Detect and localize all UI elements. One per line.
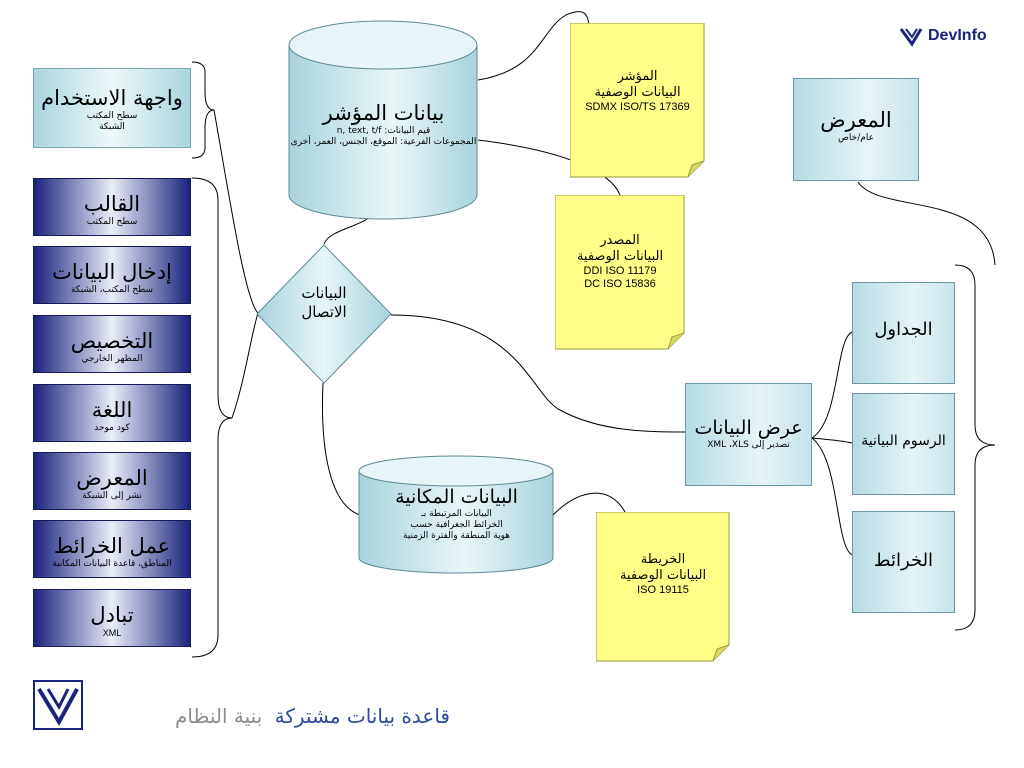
- output-maps-label: الخرائط: [873, 550, 934, 571]
- spatial-db-line2: الخرائط الجغرافية حسب: [410, 520, 503, 530]
- module-mapping: عمل الخرائط المناطق، قاعدة البيانات المك…: [33, 520, 191, 578]
- spatial-data-cylinder: البيانات المكانية البيانات المرتبطة بـ ا…: [358, 455, 555, 575]
- spatial-db-line3: هوية المنطقة والفترة الزمنية: [402, 531, 511, 541]
- output-tables-label: الجداول: [874, 319, 933, 340]
- note-title: المؤشر: [617, 69, 658, 84]
- spatial-db-title: البيانات المكانية: [395, 486, 518, 508]
- devinfo-mark-icon: [33, 680, 83, 730]
- module-sub: المناطق، قاعدة البيانات المكانية: [52, 559, 172, 569]
- note-line1: البيانات الوصفية: [619, 568, 707, 583]
- user-interface-box: واجهة الاستخدام سطح المكتب الشبكة: [33, 68, 191, 148]
- note-line1: البيانات الوصفية: [594, 85, 681, 100]
- indicator-db-line1: قيم البيانات: n, text, t/f: [336, 126, 431, 136]
- module-title: إدخال البيانات: [52, 260, 172, 284]
- module-title: التخصيص: [70, 329, 154, 353]
- note-line2: ISO 19115: [637, 584, 689, 596]
- module-template: القالب سطح المكتب: [33, 178, 191, 236]
- display-title: عرض البيانات: [694, 417, 803, 439]
- ui-title: واجهة الاستخدام: [41, 86, 183, 110]
- gallery-box: المعرض عام/خاص: [793, 78, 919, 181]
- note-shape: [596, 512, 730, 662]
- devinfo-logo: DevInfo: [898, 25, 1008, 47]
- data-display-box: عرض البيانات تصدير إلى XML ،XLS: [685, 383, 812, 486]
- footer-logo: [33, 680, 83, 730]
- spatial-db-line1: البيانات المرتبطة بـ: [421, 509, 492, 519]
- note-line3: DC ISO 15836: [584, 278, 656, 290]
- link-modules-to-connection: [231, 312, 259, 419]
- link-spatial-to-map: [552, 492, 626, 516]
- module-language: اللغة كود موحد: [33, 384, 191, 442]
- module-sub: سطح المكتب: [86, 217, 138, 227]
- module-gallery: المعرض نشر إلى الشبكة: [33, 452, 191, 510]
- indicator-data-cylinder: بيانات المؤشر قيم البيانات: n, text, t/f…: [288, 20, 479, 220]
- gallery-sub: عام/خاص: [838, 133, 874, 143]
- cylinder-shape: [358, 455, 554, 574]
- link-connection-to-display: [390, 314, 686, 433]
- module-title: اللغة: [91, 398, 133, 422]
- indicator-db-line2: المجموعات الفرعية: الموقع، الجنس، العمر،…: [290, 137, 477, 147]
- output-tables-box: الجداول: [852, 282, 955, 384]
- cylinder-shape: [288, 20, 478, 220]
- note-title: الخريطة: [640, 552, 686, 567]
- module-sub: كود موحد: [94, 423, 130, 433]
- note-line1: البيانات الوصفية: [576, 249, 664, 264]
- data-connection-diamond: البيانات الاتصال: [256, 244, 392, 384]
- link-connection-to-spatial: [322, 382, 361, 516]
- gallery-title: المعرض: [820, 108, 892, 132]
- module-exchange: تبادل XML: [33, 589, 191, 647]
- output-maps-box: الخرائط: [852, 511, 955, 613]
- footer-title: قاعدة بيانات مشتركة بنية النظام: [150, 704, 450, 728]
- source-metadata-note: المصدر البيانات الوصفية DDI ISO 11179 DC…: [555, 195, 685, 350]
- devinfo-mark-icon: [898, 25, 924, 47]
- brace-modules: [191, 177, 233, 658]
- note-line2: SDMX ISO/TS 17369: [585, 101, 690, 113]
- link-ui-to-connection: [213, 109, 259, 314]
- output-graphs-label: الرسوم البيانية: [861, 433, 946, 449]
- module-title: القالب: [83, 192, 141, 216]
- module-data-entry: إدخال البيانات سطح المكتب، الشبكة: [33, 246, 191, 304]
- module-title: المعرض: [76, 466, 148, 490]
- note-title: المصدر: [600, 233, 640, 248]
- module-customization: التخصيص المظهر الخارجي: [33, 315, 191, 373]
- footer-part2: بنية النظام: [175, 704, 263, 728]
- module-sub: نشر إلى الشبكة: [82, 491, 142, 501]
- indicator-db-title: بيانات المؤشر: [322, 101, 445, 125]
- devinfo-name: DevInfo: [928, 27, 987, 44]
- diamond-shape: [256, 244, 392, 384]
- note-shape: [570, 23, 705, 178]
- brace-ui: [191, 61, 215, 159]
- link-gallery-to-brace: [857, 181, 996, 266]
- connection-line2: الاتصال: [301, 303, 347, 321]
- ui-line-web: الشبكة: [99, 122, 125, 132]
- link-display-to-tables: [811, 331, 853, 439]
- indicator-metadata-note: المؤشر البيانات الوصفية SDMX ISO/TS 1736…: [570, 23, 705, 178]
- link-display-to-maps: [811, 437, 853, 556]
- footer-part1: قاعدة بيانات مشتركة: [274, 704, 450, 728]
- note-line2: DDI ISO 11179: [583, 265, 657, 277]
- map-metadata-note: الخريطة البيانات الوصفية ISO 19115: [596, 512, 730, 662]
- display-sub: تصدير إلى XML ،XLS: [707, 440, 790, 450]
- output-graphs-box: الرسوم البيانية: [852, 393, 955, 495]
- connection-line1: البيانات: [301, 284, 347, 302]
- ui-line-desktop: سطح المكتب: [86, 111, 138, 121]
- link-display-to-graphs: [811, 437, 853, 444]
- note-shape: [555, 195, 685, 350]
- module-title: تبادل: [90, 603, 134, 627]
- module-title: عمل الخرائط: [53, 534, 171, 558]
- brace-outputs: [954, 264, 996, 631]
- module-sub: سطح المكتب، الشبكة: [70, 285, 154, 295]
- module-sub: XML: [102, 628, 122, 638]
- module-sub: المظهر الخارجي: [81, 354, 143, 364]
